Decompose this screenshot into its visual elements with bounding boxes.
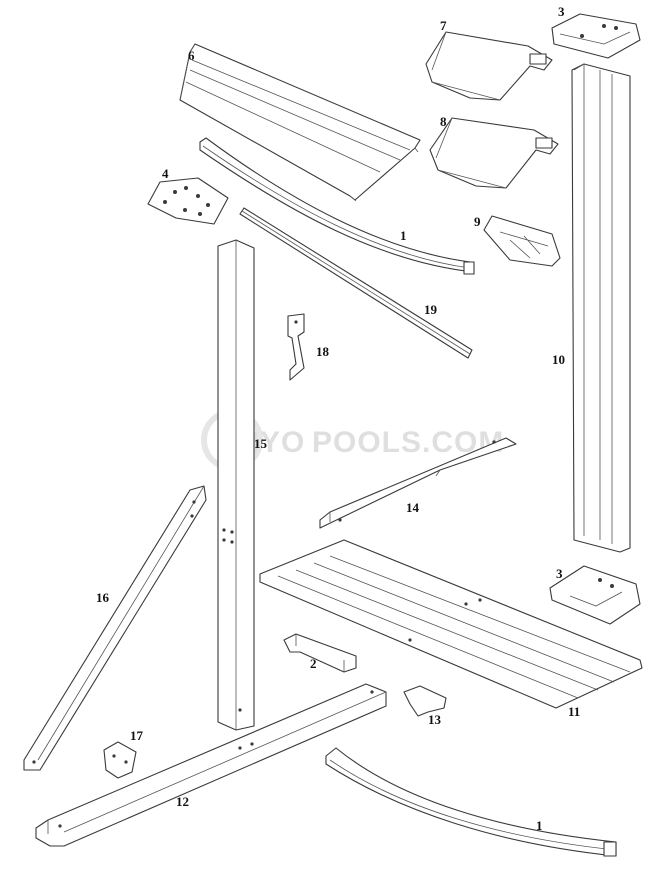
callout-10: 10 <box>552 352 565 367</box>
callout-16: 16 <box>96 590 110 605</box>
callout-6: 6 <box>188 48 195 63</box>
callout-14: 14 <box>406 500 420 515</box>
part-8-top-cap <box>429 117 559 189</box>
part-18-bracket <box>287 313 305 381</box>
callout-11: 11 <box>568 704 580 719</box>
part-4-plate <box>147 177 229 225</box>
part-2-shoe <box>283 633 357 673</box>
callout-9: 9 <box>474 214 481 229</box>
part-7-top-cap <box>425 31 553 101</box>
callout-12: 12 <box>176 794 189 809</box>
part-3-plate-top <box>551 13 641 59</box>
callout-15: 15 <box>254 436 268 451</box>
part-12-beam <box>35 683 387 847</box>
part-3-plate-bottom <box>549 565 641 625</box>
part-11-wall-panel <box>259 539 643 709</box>
part-15-upright <box>217 239 255 731</box>
callout-labels: 6 4 7 8 9 3 1 19 18 10 15 14 3 16 2 11 1… <box>96 4 580 833</box>
part-1-curved-rail-top <box>199 137 475 275</box>
part-19-stiffener <box>239 207 473 359</box>
callout-8: 8 <box>440 114 447 129</box>
callout-4: 4 <box>162 166 169 181</box>
part-9-foot <box>483 215 561 267</box>
callout-1-top: 1 <box>400 228 407 243</box>
part-16-brace <box>23 485 207 771</box>
part-10-upright <box>571 63 631 553</box>
callout-13: 13 <box>428 712 442 727</box>
callout-3-bottom: 3 <box>556 566 563 581</box>
callout-2: 2 <box>310 656 317 671</box>
callout-19: 19 <box>424 302 438 317</box>
part-14-floor-track <box>319 437 517 529</box>
callout-17: 17 <box>130 728 144 743</box>
callout-7: 7 <box>440 18 447 33</box>
callout-18: 18 <box>316 344 330 359</box>
part-1-curved-rail-bottom <box>325 747 617 857</box>
callout-3-top: 3 <box>558 4 565 19</box>
callout-1-bottom: 1 <box>536 818 543 833</box>
part-6-top-rail <box>179 43 421 202</box>
part-13-bracket <box>403 685 447 717</box>
part-17-bracket <box>103 741 137 779</box>
